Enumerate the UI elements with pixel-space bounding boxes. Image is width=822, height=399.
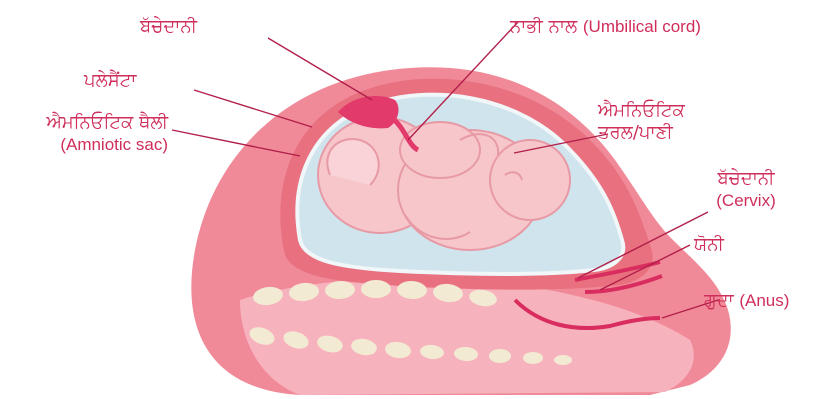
label-anus-pa: ਗੁਦਾ (704, 290, 734, 311)
label-placenta: ਪਲੇਸੈਂਟਾ (84, 70, 136, 92)
label-umbilical-cord-pa: ਨਾਭੀ ਨਾਲ (510, 16, 577, 37)
label-amniotic-fluid: ਐਮਨਿਓਟਿਕ ਤਰਲ/ਪਾਣੀ (598, 100, 685, 144)
label-uterus: ਬੱਚੇਦਾਨੀ (140, 16, 197, 38)
label-uterus-text: ਬੱਚੇਦਾਨੀ (140, 16, 197, 37)
label-anus-en: (Anus) (739, 291, 789, 310)
label-umbilical-cord: ਨਾਭੀ ਨਾਲ (Umbilical cord) (510, 16, 701, 38)
label-vagina-text: ਯੋਨੀ (694, 234, 724, 255)
label-amniotic-fluid-line1: ਐਮਨਿਓਟਿਕ (598, 100, 685, 122)
label-amniotic-sac-pa: ਐਮਨਿਓਟਿਕ ਥੈਲੀ (6, 112, 168, 134)
label-cervix: ਬੱਚੇਦਾਨੀ (Cervix) (696, 168, 796, 212)
label-anus: ਗੁਦਾ (Anus) (704, 290, 789, 312)
label-amniotic-sac: ਐਮਨਿਓਟਿਕ ਥੈਲੀ (Amniotic sac) (6, 112, 168, 156)
label-cervix-pa: ਬੱਚੇਦਾਨੀ (696, 168, 796, 190)
label-amniotic-sac-en: (Amniotic sac) (6, 134, 168, 156)
label-placenta-text: ਪਲੇਸੈਂਟਾ (84, 70, 136, 91)
label-umbilical-cord-en: (Umbilical cord) (583, 17, 701, 36)
label-vagina: ਯੋਨੀ (694, 234, 724, 256)
label-cervix-en: (Cervix) (696, 190, 796, 212)
label-amniotic-fluid-line2: ਤਰਲ/ਪਾਣੀ (598, 122, 685, 144)
